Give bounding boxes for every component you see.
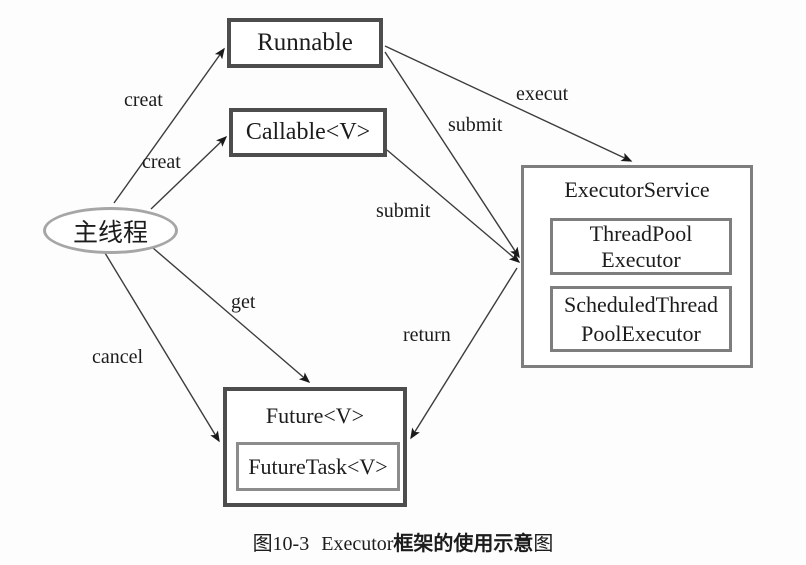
main-thread-node: 主线程 <box>43 207 178 254</box>
thread-pool-executor-node: ThreadPool Executor <box>550 218 732 275</box>
main-thread-label: 主线程 <box>72 219 148 247</box>
executor-service-node: ExecutorService ThreadPool Executor Sche… <box>521 165 753 368</box>
runnable-label: Runnable <box>257 29 353 56</box>
arrow-submit-runnable <box>384 51 520 259</box>
edge-label-get: get <box>231 291 256 313</box>
arrow-get <box>152 247 311 383</box>
arrow-creat-callable <box>150 135 228 210</box>
callable-label: Callable<V> <box>245 119 371 145</box>
figure-number: 图10-3 <box>252 533 310 555</box>
scheduled-thread-pool-executor-node: ScheduledThread PoolExecutor <box>550 286 732 352</box>
thread-pool-executor-label: ThreadPool Executor <box>589 220 693 272</box>
edge-label-submit-callable: submit <box>376 200 431 222</box>
future-task-label: FutureTask<V> <box>248 453 388 479</box>
executor-service-label: ExecutorService <box>564 177 710 202</box>
figure-caption: 图10-3 Executor框架的使用示意图 <box>0 527 806 556</box>
caption-tail-part: 图 <box>533 533 554 555</box>
arrow-creat-runnable <box>113 47 225 204</box>
edge-label-submit-runnable: submit <box>448 114 503 136</box>
edge-label-execut: execut <box>516 83 569 105</box>
runnable-node: Runnable <box>227 18 383 68</box>
future-label: Future<V> <box>265 403 365 428</box>
edge-label-creat-callable: creat <box>142 151 181 173</box>
edge-label-cancel: cancel <box>92 346 144 368</box>
caption-bold-part: 框架的使用示意 <box>393 533 534 555</box>
edge-label-creat-runnable: creat <box>124 89 163 111</box>
scheduled-thread-pool-executor-label: ScheduledThread PoolExecutor <box>564 292 718 346</box>
arrow-execut <box>384 45 633 162</box>
callable-node: Callable<V> <box>229 108 387 157</box>
arrow-return <box>410 267 518 440</box>
future-node: Future<V> FutureTask<V> <box>223 387 407 507</box>
future-task-node: FutureTask<V> <box>236 442 400 491</box>
caption-english-part: Executor <box>321 533 394 555</box>
edge-label-return: return <box>403 324 451 346</box>
